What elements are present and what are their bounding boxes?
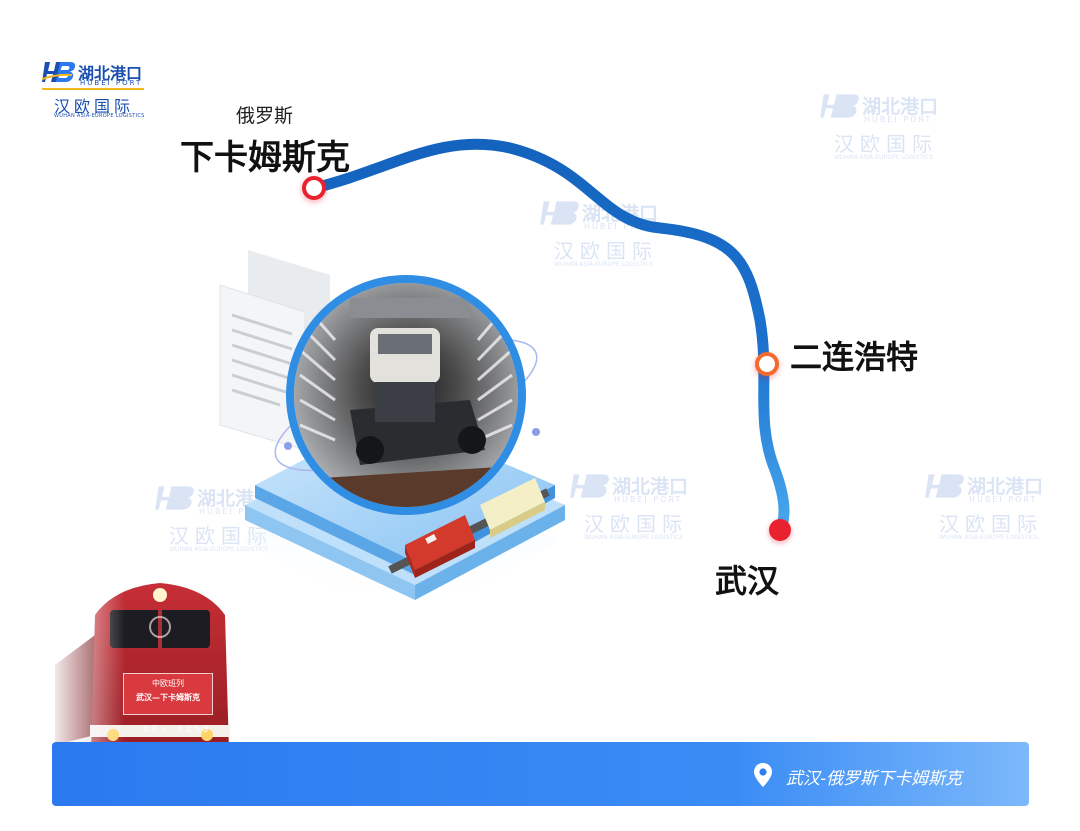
watermark-brand-en: HUBEI PORT (199, 507, 268, 516)
hb-watermark-icon (820, 94, 859, 118)
destination-city-label: 武汉 (715, 562, 780, 600)
watermark-brand-en: HUBEI PORT (969, 495, 1038, 504)
destination-marker (769, 519, 791, 541)
watermark-brand-cn: 湖北港口 (862, 96, 939, 118)
brand-logo: 湖北港口 HUBEI PORT 汉欧国际 WUHAN ASIA-EUROPE L… (40, 58, 150, 122)
watermark-sub-en: WUHAN ASIA-EUROPE LOGISTICS (554, 261, 654, 268)
origin-city-label: 下卡姆斯克 (180, 138, 350, 178)
hb-logo-icon (42, 62, 76, 82)
watermark: 湖北港口 HUBEI PORT 汉欧国际 WUHAN ASIA-EUROPE L… (820, 90, 950, 170)
watermark-brand-en: HUBEI PORT (584, 222, 653, 231)
transit-marker (755, 352, 779, 376)
container-illustration (219, 250, 565, 625)
logo-sub-cn: 汉欧国际 (54, 97, 135, 116)
logo-divider (42, 88, 144, 90)
watermark-sub-cn: 汉欧国际 (554, 239, 658, 263)
hb-watermark-icon (155, 486, 194, 510)
route-text: 武汉-俄罗斯下卡姆斯克 (786, 769, 963, 789)
logo-sub-en: WUHAN ASIA-EUROPE LOGISTICS (54, 113, 145, 119)
locomotive-sign-line2: 武汉—下卡姆斯克 (136, 693, 200, 702)
origin-marker (302, 176, 326, 200)
watermark-sub-cn: 汉欧国际 (584, 512, 688, 536)
logo-brand-en: HUBEI PORT (80, 79, 143, 87)
logo-brand-cn: 湖北港口 (78, 64, 143, 83)
locomotive-number: DF₄ 5253 (144, 725, 212, 735)
transit-city-label: 二连浩特 (790, 338, 919, 376)
watermark-brand-cn: 湖北港口 (967, 476, 1044, 498)
watermark-brand-cn: 湖北港口 (612, 476, 689, 498)
watermark-sub-en: WUHAN ASIA-EUROPE LOGISTICS (939, 534, 1039, 541)
watermark-sub-cn: 汉欧国际 (939, 512, 1043, 536)
watermark: 湖北港口 HUBEI PORT 汉欧国际 WUHAN ASIA-EUROPE L… (540, 197, 670, 277)
watermark-sub-en: WUHAN ASIA-EUROPE LOGISTICS (169, 546, 269, 553)
watermark-sub-en: WUHAN ASIA-EUROPE LOGISTICS (834, 154, 934, 161)
watermark-sub-cn: 汉欧国际 (834, 132, 938, 156)
mini-train-icon (405, 478, 545, 578)
hb-watermark-icon (925, 474, 964, 498)
locomotive-sign-line1: 中欧班列 (152, 679, 184, 688)
locomotive-sign: 中欧班列 武汉—下卡姆斯克 (123, 673, 213, 715)
watermark: 湖北港口 HUBEI PORT 汉欧国际 WUHAN ASIA-EUROPE L… (925, 470, 1055, 550)
origin-country-label: 俄罗斯 (236, 105, 294, 127)
hb-watermark-icon (540, 201, 579, 225)
hb-watermark-icon (570, 474, 609, 498)
watermark-sub-en: WUHAN ASIA-EUROPE LOGISTICS (584, 534, 684, 541)
rail-route-line (308, 138, 790, 536)
route-banner: 武汉-俄罗斯下卡姆斯克 (52, 742, 1029, 806)
location-pin-icon (754, 763, 772, 787)
watermark-brand-en: HUBEI PORT (864, 115, 933, 124)
watermark: 湖北港口 HUBEI PORT 汉欧国际 WUHAN ASIA-EUROPE L… (570, 470, 700, 550)
watermark-brand-en: HUBEI PORT (614, 495, 683, 504)
